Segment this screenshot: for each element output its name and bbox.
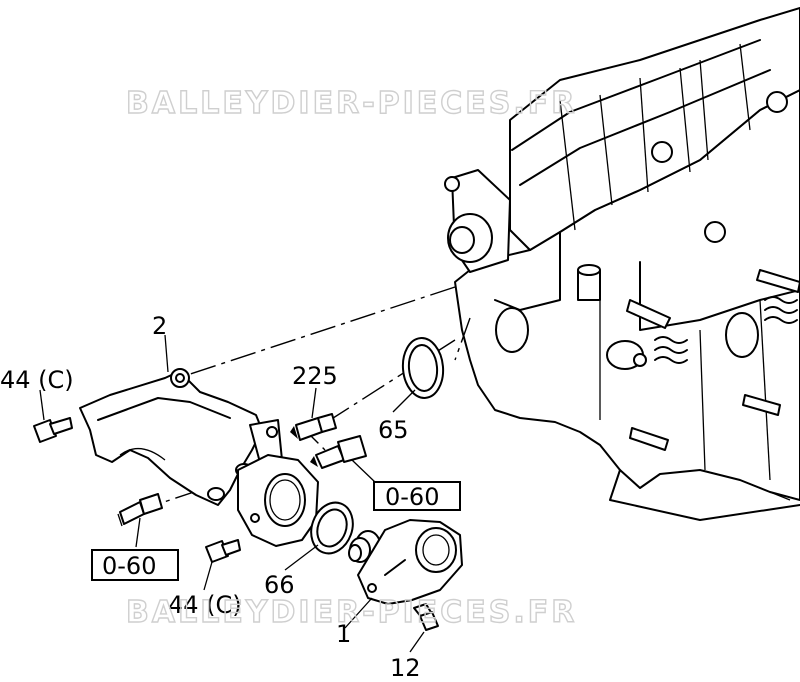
stud-bolts (626, 269, 800, 451)
engine-cylinder-head (444, 7, 800, 521)
part-65-gasket (401, 337, 445, 399)
thermostat-housing-flange (237, 454, 319, 547)
part-1-thermostat-cover (357, 519, 463, 605)
callout-44c-top: 44 (C) (0, 366, 74, 394)
cam-pulley (444, 169, 511, 273)
callout-box-0-60-left (91, 549, 179, 581)
part-225-sensor (290, 413, 337, 441)
callout-225: 225 (292, 362, 338, 390)
callout-1: 1 (336, 620, 351, 648)
callout-12: 12 (390, 654, 421, 682)
watermark-bottom: BALLEYDIER-PIECES.FR (126, 595, 577, 630)
callout-65: 65 (378, 416, 409, 444)
head-bolts (577, 91, 788, 301)
leader-lines (39, 334, 425, 653)
bolt-12 (413, 603, 439, 631)
bolt-44c-top (33, 417, 73, 443)
callout-66: 66 (264, 571, 295, 599)
callout-2: 2 (152, 312, 167, 340)
watermark-top: BALLEYDIER-PIECES.FR (126, 86, 577, 121)
sensor-0-60-left (117, 493, 163, 527)
callout-0-60-left: 0-60 (102, 552, 156, 580)
bolt-44c-bottom (205, 539, 241, 563)
callout-44c-bottom: 44 (C) (168, 591, 242, 619)
part-66-gasket (310, 501, 354, 555)
callout-box-0-60-right (373, 481, 461, 511)
callout-0-60-right: 0-60 (385, 483, 439, 511)
valve-springs (654, 296, 798, 364)
sensor-0-60-right (310, 435, 367, 469)
